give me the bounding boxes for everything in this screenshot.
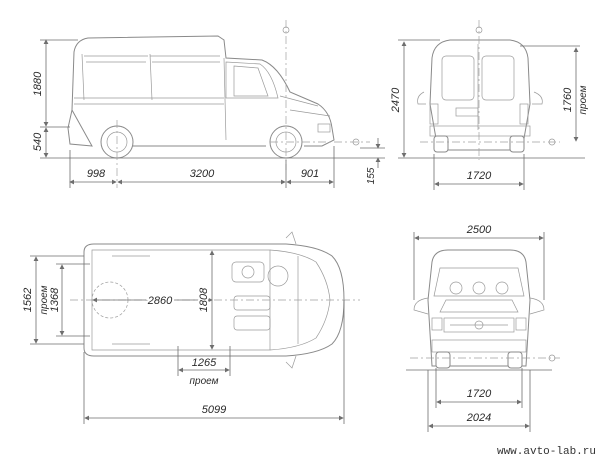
dim-rear-track: 1720 [467,170,492,182]
front-mirror-right [529,297,545,315]
rear-window-right [481,55,515,101]
label-rear-opening: проем [39,285,50,314]
dim-rear-opening: 1368 [49,287,61,312]
dim-side-height-floor: 540 [32,132,44,151]
dim-cargo-width: 1562 [22,288,34,312]
rear-view: 2470 1760 проем 1720 [390,20,589,190]
dim-side-opening: 1265 [192,357,217,369]
dim-rear-height-total: 2470 [390,87,402,113]
front-wheel-right [507,351,523,369]
front-wheel-left [435,351,451,369]
dim-inner-width: 1808 [198,287,210,312]
dim-clearance: 155 [366,167,377,184]
label-side-opening: проем [190,376,219,387]
top-seat-driver [231,261,265,283]
label-rear-door-opening: проем [578,85,589,114]
top-seat-pass-1 [233,295,271,311]
top-seat-pass-2 [233,315,271,331]
watermark: www.avto-lab.ru [497,446,596,458]
dim-front-overhang: 998 [87,168,106,180]
dim-wheelbase: 3200 [190,168,215,180]
dim-rear-door-height: 1760 [562,87,574,112]
front-view: 2500 1720 2024 [406,224,560,432]
front-grille [443,317,515,333]
front-windshield [433,267,525,297]
top-view: 1562 проем 1368 2860 1808 1265 проем 509… [22,231,360,424]
dim-rear-overhang: 901 [301,168,319,180]
dim-cargo-length: 2860 [147,295,173,307]
rear-window-left [441,55,475,101]
rear-body-outline [429,39,531,151]
front-body-outline [427,249,531,367]
front-mirror-left [413,297,429,315]
dim-overall-length: 5099 [202,404,226,416]
dim-front-width-body: 2024 [466,412,491,424]
rear-wheel-left [433,135,449,153]
dim-front-width-mirrors: 2500 [466,224,492,236]
rear-wheel-right [509,135,525,153]
side-view: 1880 540 998 3200 901 155 [32,20,385,188]
dim-front-track: 1720 [467,388,492,400]
side-body-outline [67,35,335,147]
dim-side-height-total: 1880 [32,71,44,96]
